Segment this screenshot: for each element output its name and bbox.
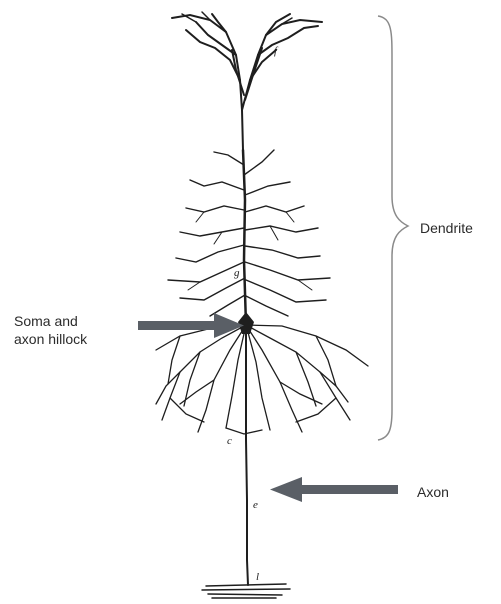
letter-e: e <box>253 499 258 511</box>
letter-g: g <box>234 267 240 279</box>
soma-label-line2: axon hillock <box>14 331 87 348</box>
axon-arrow <box>270 477 398 502</box>
letter-f: f <box>274 45 279 57</box>
axon <box>246 334 248 585</box>
dendrite-brace <box>378 16 408 440</box>
letter-l: l <box>256 571 259 583</box>
soma <box>238 312 254 334</box>
oblique-dendrites <box>168 150 330 316</box>
letter-c: c <box>227 435 232 447</box>
soma-label-line1: Soma and <box>14 313 78 330</box>
axon-terminal <box>202 584 290 598</box>
basal-dendrites <box>156 325 368 434</box>
axon-label: Axon <box>417 484 449 501</box>
dendrite-label: Dendrite <box>420 220 473 237</box>
dendrite-trunk <box>243 150 246 325</box>
apical-tuft <box>172 12 322 150</box>
